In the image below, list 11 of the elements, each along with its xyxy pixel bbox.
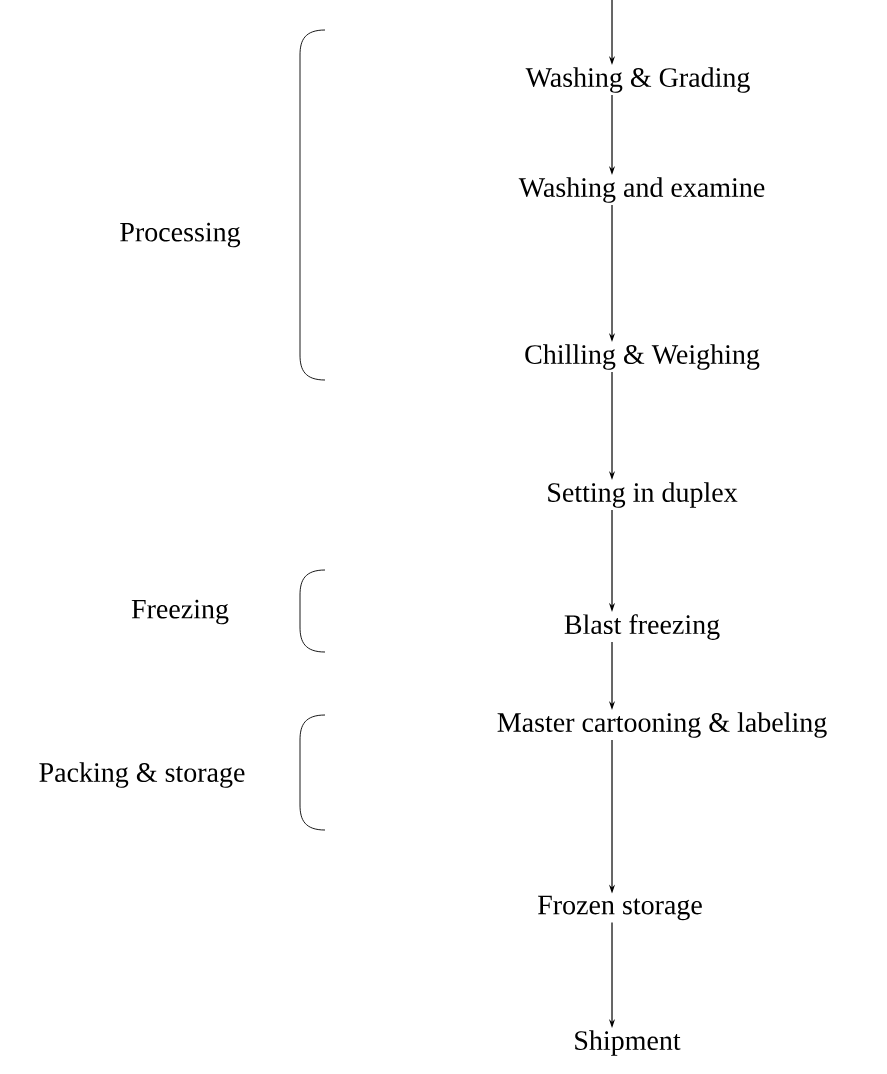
stage-label: Processing <box>120 222 241 248</box>
step-text: Frozen storage <box>538 895 702 921</box>
step-text: Master cartooning & labeling <box>497 712 827 738</box>
step-text: Washing & Grading <box>525 67 750 93</box>
step-text: Blast freezing <box>564 614 720 640</box>
step-text: Shipment <box>575 1030 681 1056</box>
stage-label: Freezing <box>131 599 229 625</box>
step-text: Chilling & Weighing <box>525 344 760 370</box>
stage-label: Packing & storage <box>39 762 245 788</box>
step-text: Washing and examine <box>518 177 765 203</box>
step-text: Setting in duplex <box>548 482 738 508</box>
